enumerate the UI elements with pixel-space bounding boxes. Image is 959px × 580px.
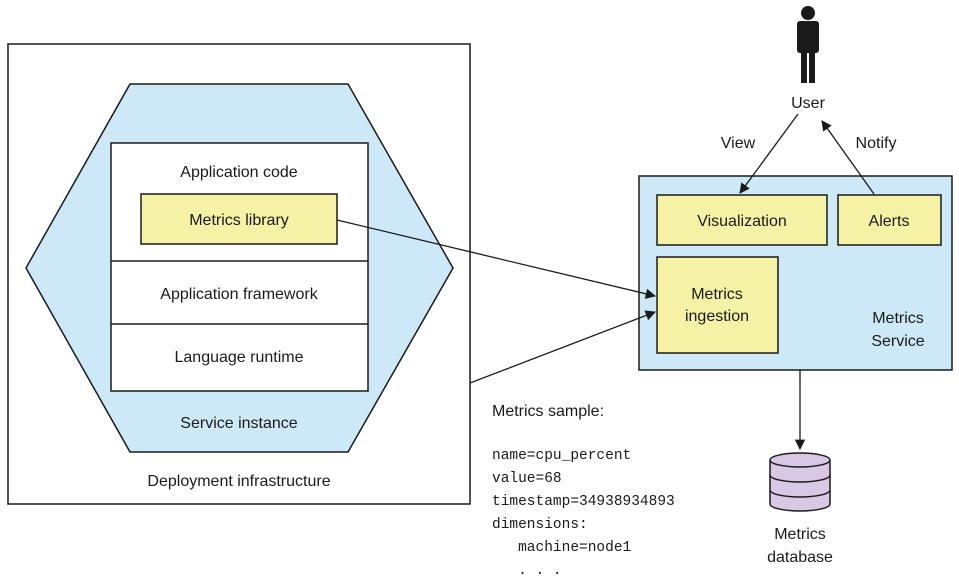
visualization-label: Visualization: [697, 213, 787, 230]
metrics-sample-line: timestamp=34938934893: [492, 494, 675, 510]
alerts: Alerts: [837, 194, 942, 246]
database-icon: [769, 452, 831, 512]
metrics-sample-line: name=cpu_percent: [492, 448, 631, 464]
metrics-sample-line: machine=node1: [492, 540, 631, 556]
connectors: [336, 113, 875, 451]
metrics-service-label-line1: Metrics: [872, 310, 924, 327]
service-instance-label: Service instance: [180, 415, 297, 432]
metrics-sample: Metrics sample: name=cpu_percent value=6…: [492, 403, 675, 579]
edge-label-view: View: [721, 135, 756, 152]
user-icon: [797, 6, 819, 83]
metrics-library-label: Metrics library: [189, 212, 289, 229]
metrics-sample-line: . . .: [492, 563, 562, 579]
alerts-label: Alerts: [869, 213, 910, 230]
user-label: User: [791, 95, 825, 112]
visualization: Visualization: [656, 194, 828, 246]
metrics-service-label-line2: Service: [871, 333, 924, 350]
edge-label-notify: Notify: [856, 135, 897, 152]
service-layers: Application code Metrics library Applica…: [110, 142, 369, 392]
metrics-database-label-line2: database: [767, 549, 833, 566]
application-framework-label: Application framework: [160, 286, 318, 303]
metrics-library: Metrics library: [140, 193, 338, 245]
metrics-sample-title: Metrics sample:: [492, 403, 604, 420]
application-code-label: Application code: [180, 164, 298, 181]
edge-user-to-visualization: [739, 113, 799, 194]
metrics-database: Metrics database: [767, 452, 833, 566]
metrics-ingestion-label-line1: Metrics: [691, 286, 743, 303]
deployment-infrastructure-label: Deployment infrastructure: [147, 473, 330, 490]
edge-library-to-ingestion: [336, 219, 657, 299]
metrics-database-label-line1: Metrics: [774, 526, 826, 543]
edge-instance-to-ingestion: [469, 310, 656, 384]
edge-alerts-to-user: [821, 120, 875, 195]
metrics-sample-line: dimensions:: [492, 517, 588, 533]
metrics-ingestion-label-line2: ingestion: [685, 308, 749, 325]
language-runtime-label: Language runtime: [175, 349, 304, 366]
user: User: [791, 6, 826, 112]
metrics-sample-line: value=68: [492, 471, 562, 487]
metrics-service: Metrics Service Visualization Alerts Met…: [638, 175, 953, 371]
metrics-ingestion: Metrics ingestion: [656, 256, 779, 354]
